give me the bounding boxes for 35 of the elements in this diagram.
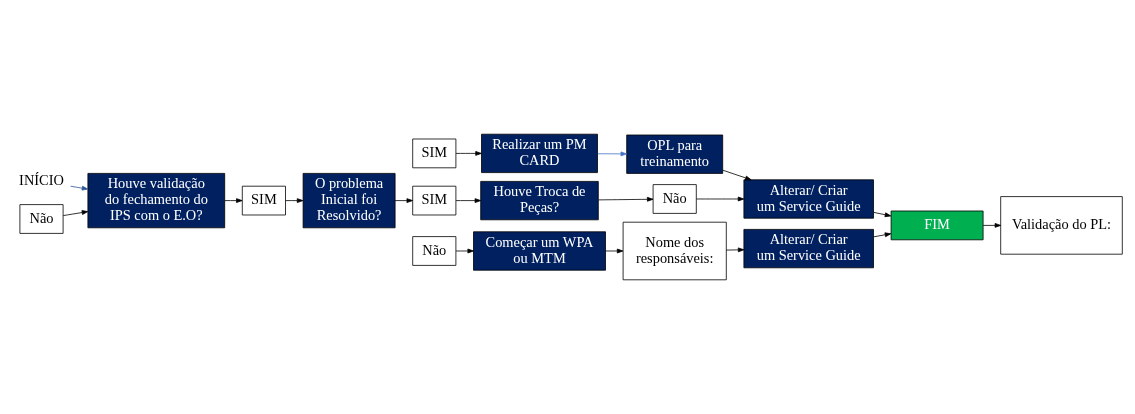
node-box: Realizar um PM CARD (481, 133, 598, 173)
arrow (224, 198, 243, 203)
arrow (455, 248, 474, 254)
arrow (722, 169, 752, 181)
node-box: Não (652, 184, 697, 214)
node-box: SIM (241, 185, 286, 216)
node-box: OPL para treinamento (626, 134, 724, 174)
arrow (605, 248, 624, 254)
arrow (70, 185, 89, 191)
node-box: Houve validação do fechamento do IPS com o E.O? (87, 173, 226, 229)
node-box: FIM (890, 210, 984, 241)
arrow (455, 151, 482, 156)
arrow (873, 211, 892, 218)
arrow (394, 198, 413, 203)
node-box: Alterar/ Criar um Service Guide (743, 179, 874, 219)
arrow (285, 198, 304, 203)
arrow (873, 232, 892, 238)
arrow (982, 223, 1002, 228)
arrow (455, 198, 482, 203)
node-box: Não (412, 236, 457, 266)
node-box: Validação do PL: (1000, 196, 1123, 255)
node-box: Começar um WPA ou MTM (473, 231, 606, 271)
node-box: Houve Troca de Peças? (480, 181, 599, 221)
arrow (696, 196, 745, 202)
arrow (598, 196, 654, 202)
arrow (725, 247, 745, 253)
node-box: O problema Inicial foi Resolvido? (302, 173, 396, 229)
arrow (597, 151, 627, 157)
arrow (62, 210, 89, 216)
node-text: INÍCIO (19, 171, 64, 188)
node-box: SIM (412, 138, 457, 169)
node-box: Não (19, 204, 64, 234)
node-box: SIM (412, 185, 457, 216)
node-box: Alterar/ Criar um Service Guide (743, 229, 874, 269)
node-box: Nome dos responsáveis: (622, 221, 727, 281)
